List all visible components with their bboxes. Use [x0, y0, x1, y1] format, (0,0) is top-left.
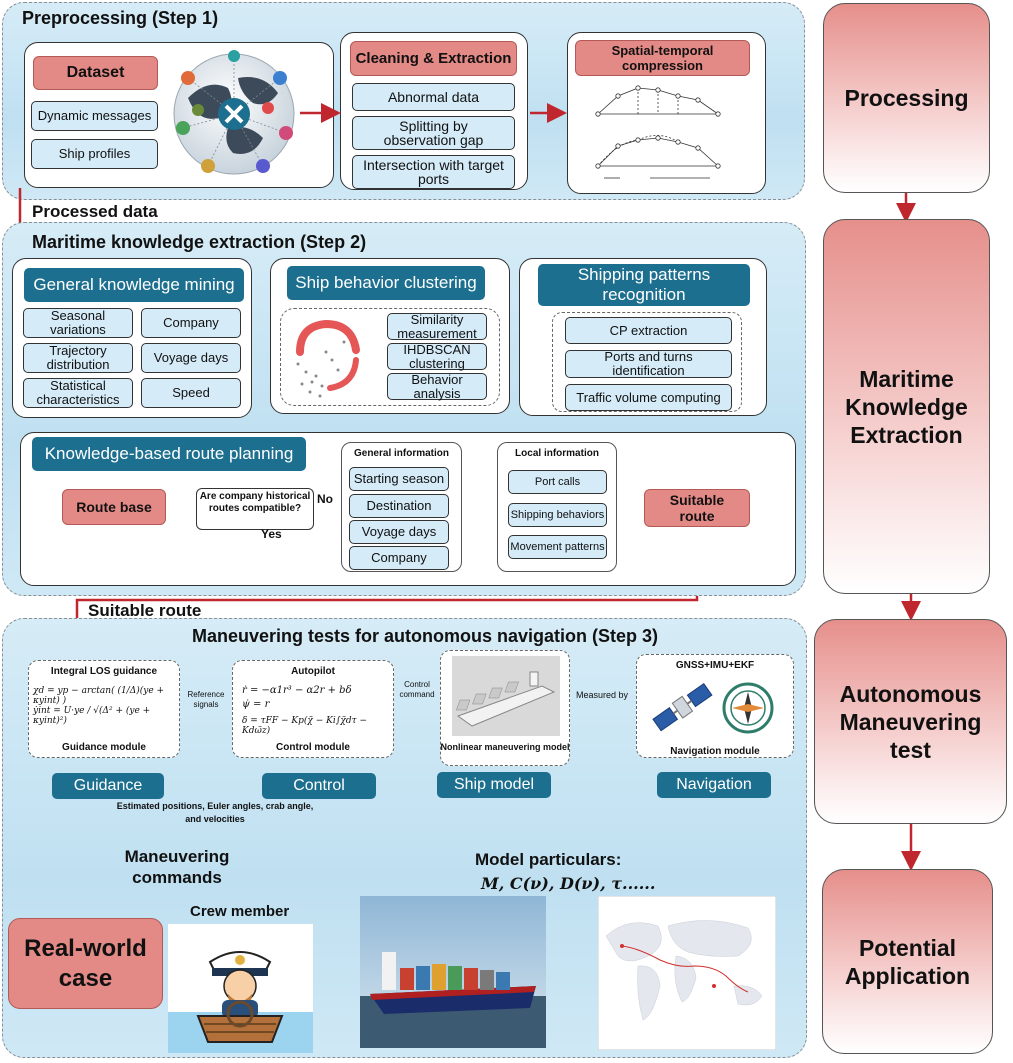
guidance-module-label: Guidance module	[62, 742, 146, 753]
general-knowledge-title: General knowledge mining	[24, 268, 244, 302]
step2-title: Maritime knowledge extraction (Step 2)	[32, 232, 367, 252]
globe-network-icon	[173, 50, 295, 175]
ship-model-box-label: Ship model	[437, 772, 551, 798]
estimated-label: Estimated positions, Euler angles, crab …	[116, 801, 314, 824]
step3-title: Maneuvering tests for autonomous navigat…	[192, 626, 659, 646]
navigation-module-label: Navigation module	[670, 746, 760, 757]
seasonal-variations: Seasonal variations	[23, 308, 133, 338]
side-pa: Potential Application	[822, 869, 993, 1054]
compass-icon	[722, 682, 774, 734]
side-mke: Maritime Knowledge Extraction	[823, 219, 990, 594]
company-item: Company	[141, 308, 241, 338]
destination: Destination	[349, 494, 449, 518]
crew-member-label: Crew member	[190, 903, 290, 920]
model-particulars: Model particulars:	[475, 850, 622, 869]
clustering-title: Ship behavior clustering	[287, 266, 485, 300]
real-world-case: Real-world case	[8, 918, 163, 1009]
yes-label: Yes	[261, 527, 282, 541]
movement-patterns: Movement patterns	[508, 535, 607, 559]
general-info-title: General information	[353, 448, 449, 459]
cluster-scatter-plot	[296, 319, 360, 398]
compression-title: Spatial-temporal compression	[575, 40, 750, 76]
local-info-title: Local information	[515, 448, 599, 459]
port-calls: Port calls	[508, 470, 607, 494]
processed-data-label: Processed data	[32, 202, 158, 221]
container-ship-photo	[360, 896, 546, 1048]
trajectory-distribution: Trajectory distribution	[23, 343, 133, 373]
cp-extraction: CP extraction	[565, 317, 732, 344]
shipping-behaviors: Shipping behaviors	[508, 503, 607, 527]
satellite-icon	[652, 682, 713, 732]
los-eq1: χd = yp − arctan( (1/Δ)(ye + κyint) )	[33, 686, 165, 706]
traffic-volume: Traffic volume computing	[565, 384, 732, 411]
suitable-route-box: Suitable route	[644, 489, 750, 527]
ap-eq1: ṙ = −α1r³ − α2r + bδ	[242, 685, 352, 696]
control-command: Control command	[399, 680, 435, 699]
intersection-ports: Intersection with target ports	[352, 155, 515, 189]
voyage-days-item: Voyage days	[141, 343, 241, 373]
crew-member-image	[168, 924, 313, 1053]
maneuvering-commands: Maneuvering commands	[124, 847, 230, 887]
abnormal-data: Abnormal data	[352, 83, 515, 111]
step1-title: Preprocessing (Step 1)	[22, 8, 219, 28]
cleaning-title: Cleaning & Extraction	[350, 41, 517, 76]
compression-diagram	[595, 85, 721, 179]
dataset-label: Dataset	[33, 56, 158, 90]
behavior-analysis: Behavior analysis	[387, 372, 487, 400]
los-title: Integral LOS guidance	[50, 666, 158, 677]
ap-eq2: ψ̇ = r	[242, 699, 270, 710]
suitable-route-label: Suitable route	[88, 601, 202, 620]
los-eq2: ẏint = U·ye / √(Δ² + (ye + κyint)²)	[33, 706, 151, 726]
no-label: No	[317, 492, 333, 506]
similarity-measurement: Similarity measurement	[387, 312, 487, 340]
starting-season: Starting season	[349, 467, 449, 491]
navigation-box: Navigation	[657, 772, 771, 798]
decision-box: Are company historical routes compatible…	[196, 488, 314, 530]
model-terms: M, C(ν), D(ν), τ......	[481, 874, 656, 893]
nonlinear-model-label: Nonlinear maneuvering model	[440, 742, 570, 752]
reference-signals: Reference signals	[187, 690, 225, 709]
route-base: Route base	[62, 489, 166, 525]
statistical-characteristics: Statistical characteristics	[23, 378, 133, 408]
ap-eq3: δ = τFF − Kp(χ̃ − Ki∫χ̃dτ − Kdω̃z)	[242, 716, 368, 736]
gi-company: Company	[349, 546, 449, 570]
world-route-map	[598, 896, 776, 1050]
gi-voyage-days: Voyage days	[349, 520, 449, 544]
route-planning-title: Knowledge-based route planning	[32, 437, 306, 471]
autopilot-title: Autopilot	[291, 666, 335, 677]
splitting-gap: Splitting by observation gap	[352, 116, 515, 150]
ship-model-image	[452, 656, 560, 736]
guidance-box: Guidance	[52, 773, 164, 799]
ship-profiles: Ship profiles	[31, 139, 158, 169]
side-processing: Processing	[823, 3, 990, 193]
measured-by: Measured by	[576, 690, 629, 700]
control-box: Control	[262, 773, 376, 799]
control-module-box	[232, 660, 394, 758]
speed-item: Speed	[141, 378, 241, 408]
guidance-module-box	[28, 660, 180, 758]
dynamic-messages: Dynamic messages	[31, 101, 158, 131]
patterns-title: Shipping patterns recognition	[538, 264, 750, 306]
ihdbscan-clustering: IHDBSCAN clustering	[387, 342, 487, 370]
gnss-title: GNSS+IMU+EKF	[675, 660, 755, 671]
side-amt: Autonomous Maneuvering test	[814, 619, 1007, 824]
ports-turns: Ports and turns identification	[565, 350, 732, 378]
control-module-label: Control module	[276, 742, 350, 753]
